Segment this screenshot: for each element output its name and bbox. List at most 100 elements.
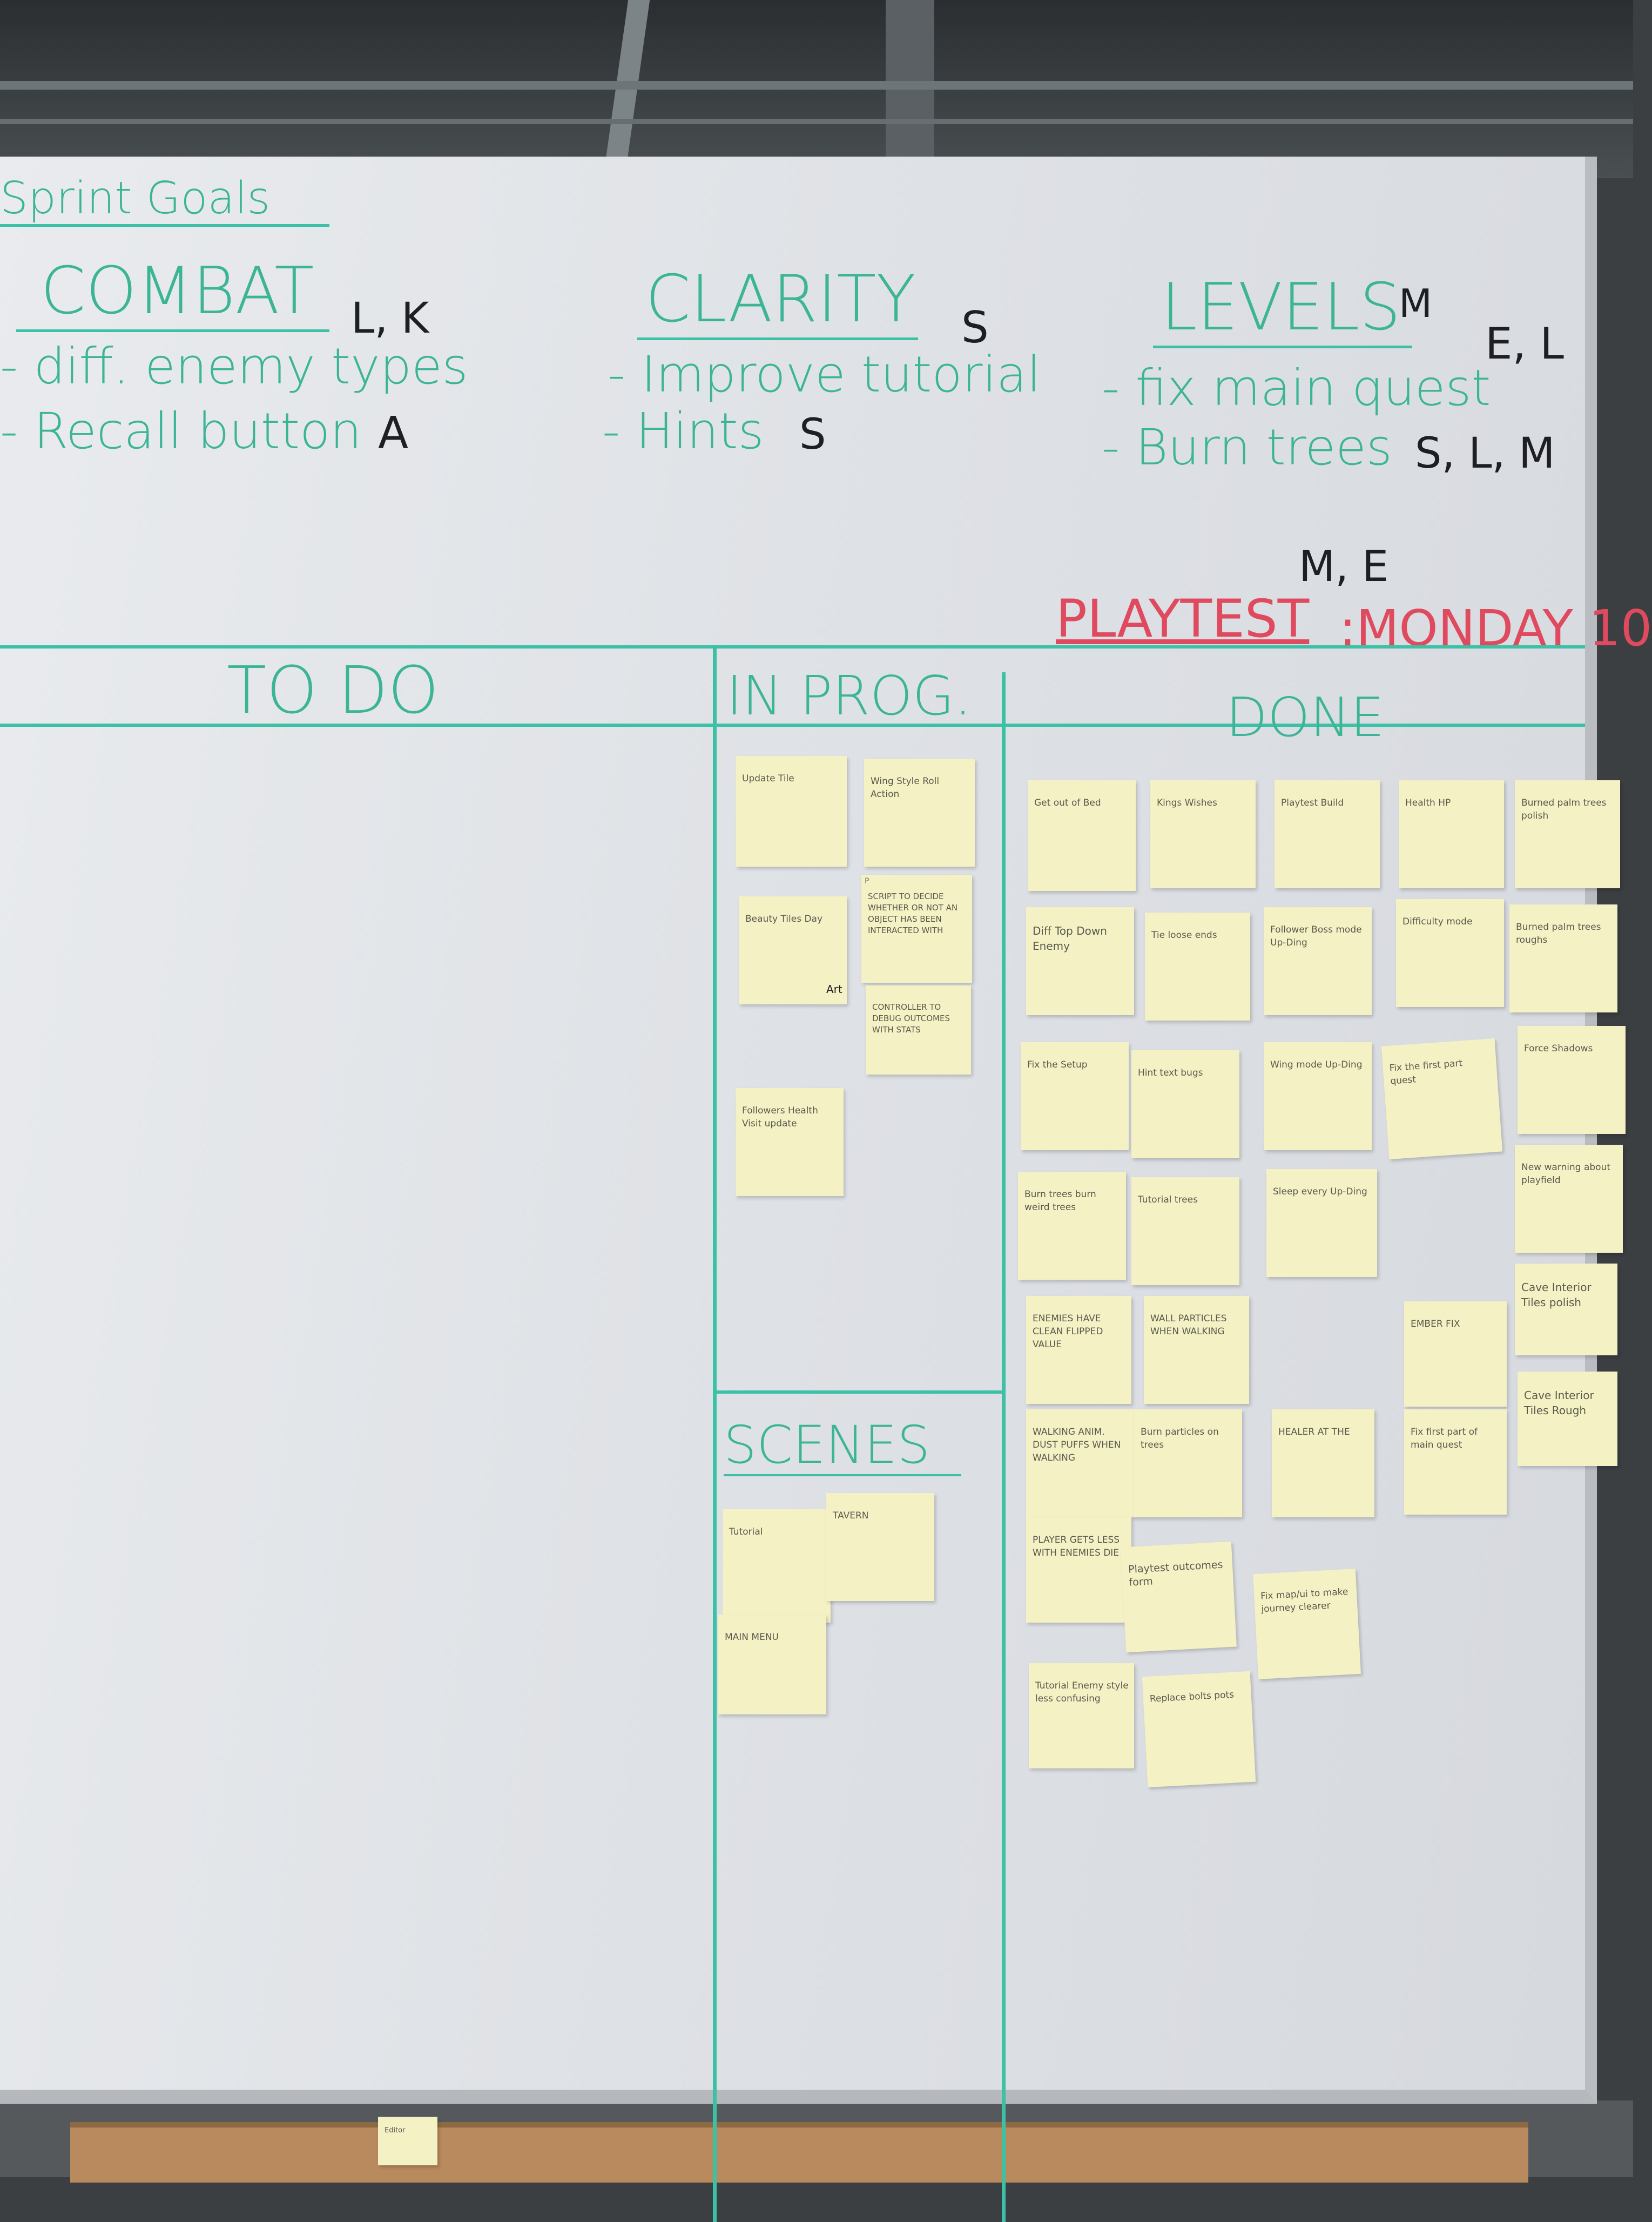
note-tag-p: P	[865, 877, 869, 886]
note-text: Tutorial trees	[1138, 1194, 1198, 1205]
note-text: Beauty Tiles Day	[745, 914, 823, 924]
goal-item-assignee: S	[799, 410, 826, 459]
goal-assignees-levels: M	[1399, 281, 1433, 326]
sticky-note: Difficulty mode	[1396, 899, 1504, 1007]
note-text: Tie loose ends	[1151, 930, 1217, 941]
goal-item: - Hints	[602, 402, 764, 460]
note-text: HEALER AT THE	[1278, 1427, 1350, 1437]
scenes-underline	[724, 1474, 961, 1476]
sticky-note: Cave Interior Tiles Rough	[1518, 1372, 1617, 1466]
note-text: Burn particles on trees	[1141, 1427, 1219, 1450]
sticky-note: WALKING ANIM. DUST PUFFS WHEN WALKING	[1026, 1409, 1134, 1517]
column-header-done: DONE	[1226, 686, 1385, 749]
sticky-note: Playtest Build	[1275, 780, 1380, 888]
goal-assignees-combat: L, K	[351, 294, 429, 343]
sticky-note: MAIN MENU	[718, 1615, 826, 1714]
goal-underline-clarity	[637, 337, 918, 340]
sticky-note: Tutorial Enemy style less confusing	[1029, 1663, 1134, 1768]
note-text: Wing mode Up-Ding	[1270, 1059, 1363, 1070]
scenes-header: SCENES	[724, 1415, 930, 1475]
goal-item: - Improve tutorial	[608, 346, 1041, 403]
note-text: Fix map/ui to make journey clearer	[1260, 1586, 1348, 1615]
goal-underline-levels	[1153, 346, 1412, 348]
sticky-note: Fix map/ui to make journey clearer	[1253, 1569, 1361, 1679]
sticky-note: WALL PARTICLES WHEN WALKING	[1144, 1296, 1249, 1404]
ceiling	[0, 0, 1633, 178]
ceiling-beam	[0, 119, 1633, 124]
sticky-note: CONTROLLER TO DEBUG OUTCOMES WITH STATS	[866, 985, 971, 1075]
note-text: Followers Health Visit update	[742, 1105, 818, 1129]
note-text: Burned palm trees roughs	[1516, 922, 1601, 945]
sticky-note: Fix the Setup	[1021, 1042, 1129, 1150]
note-text: Tutorial Enemy style less confusing	[1035, 1680, 1129, 1704]
note-text: ENEMIES HAVE CLEAN FLIPPED VALUE	[1033, 1313, 1103, 1350]
sticky-note: ENEMIES HAVE CLEAN FLIPPED VALUE	[1026, 1296, 1131, 1404]
sticky-note: P SCRIPT TO DECIDE WHETHER OR NOT AN OBJE…	[861, 875, 972, 983]
goal-item: - diff. enemy types	[0, 337, 468, 395]
note-text: Fix the Setup	[1027, 1059, 1088, 1070]
goal-item-assignee: S, L, M	[1415, 429, 1555, 478]
sticky-note: TAVERN	[826, 1493, 934, 1601]
goal-item-assignee: A	[378, 408, 409, 459]
whiteboard: Sprint Goals COMBAT L, K - diff. enemy t…	[0, 157, 1652, 2222]
note-text: Fix the first part quest	[1389, 1058, 1463, 1087]
sticky-note: Burned palm trees polish	[1515, 780, 1620, 888]
sticky-note: Tie loose ends	[1145, 913, 1250, 1021]
note-text: Tutorial	[729, 1527, 763, 1537]
note-text: WALKING ANIM. DUST PUFFS WHEN WALKING	[1033, 1427, 1121, 1463]
goal-item: - fix main quest	[1102, 359, 1491, 417]
goal-heading-combat: COMBAT	[41, 254, 314, 329]
goal-item: - Burn trees	[1102, 418, 1392, 476]
note-text: Hint text bugs	[1138, 1068, 1203, 1078]
sticky-note: Health HP	[1399, 780, 1504, 888]
sticky-note: Tutorial trees	[1131, 1177, 1239, 1285]
sticky-note: Fix the first part quest	[1381, 1038, 1503, 1160]
sticky-note: Burn particles on trees	[1134, 1409, 1242, 1517]
tray-note-text: Editor	[385, 2126, 406, 2135]
note-text: Sleep every Up-Ding	[1273, 1186, 1367, 1197]
sticky-note: New warning about playfield	[1515, 1145, 1623, 1253]
column-header-in-progress: IN PROG.	[726, 664, 972, 727]
sticky-note: EMBER FIX	[1404, 1301, 1507, 1407]
note-text: PLAYER GETS LESS WITH ENEMIES DIE	[1033, 1535, 1120, 1558]
sticky-note: Follower Boss mode Up-Ding	[1264, 907, 1372, 1015]
note-text: Get out of Bed	[1034, 798, 1101, 808]
note-text: EMBER FIX	[1411, 1319, 1460, 1329]
note-text: CONTROLLER TO DEBUG OUTCOMES WITH STATS	[872, 1002, 950, 1035]
tray-sticky-note: Editor	[378, 2117, 437, 2165]
note-text: SCRIPT TO DECIDE WHETHER OR NOT AN OBJEC…	[868, 891, 958, 935]
sticky-note: HEALER AT THE	[1272, 1409, 1374, 1517]
note-text: TAVERN	[833, 1510, 869, 1521]
note-text: Cave Interior Tiles polish	[1521, 1281, 1592, 1309]
marker-tray: Editor	[70, 2117, 1528, 2183]
note-text: Fix first part of main quest	[1411, 1427, 1478, 1450]
note-text: Playtest outcomes form	[1128, 1558, 1223, 1589]
sticky-note: Playtest outcomes form	[1121, 1541, 1237, 1653]
ceiling-beam	[0, 81, 1633, 90]
note-text: Diff Top Down Enemy	[1033, 924, 1107, 953]
scenes-divider	[713, 1390, 1004, 1394]
sticky-note: Hint text bugs	[1131, 1050, 1239, 1158]
divider-inprogress-done	[1002, 672, 1006, 2222]
note-text: Kings Wishes	[1157, 798, 1217, 808]
goal-extra-assignees-levels: E, L	[1485, 319, 1564, 369]
sticky-note: Kings Wishes	[1150, 780, 1256, 888]
note-text: MAIN MENU	[725, 1632, 779, 1643]
divider-todo-inprogress	[713, 645, 717, 2222]
goal-item: - Recall button	[0, 402, 362, 460]
goal-heading-clarity: CLARITY	[645, 262, 916, 337]
note-text: Follower Boss mode Up-Ding	[1270, 924, 1362, 948]
sticky-note: Update Tile	[736, 756, 847, 867]
sticky-note: Force Shadows	[1518, 1026, 1626, 1134]
note-text: New warning about playfield	[1521, 1162, 1611, 1186]
goal-heading-levels: LEVELS	[1161, 270, 1401, 345]
sticky-note: Burned palm trees roughs	[1509, 904, 1617, 1012]
note-text: WALL PARTICLES WHEN WALKING	[1150, 1313, 1227, 1337]
sticky-note: Sleep every Up-Ding	[1266, 1169, 1377, 1277]
sticky-note: Replace bolts pots	[1142, 1671, 1256, 1788]
note-text: Burn trees burn weird trees	[1024, 1189, 1096, 1213]
sticky-note: Burn trees burn weird trees	[1018, 1172, 1126, 1280]
note-text: Difficulty mode	[1402, 916, 1473, 927]
note-text: Force Shadows	[1524, 1043, 1593, 1054]
playtest-label: PLAYTEST	[1056, 589, 1310, 649]
